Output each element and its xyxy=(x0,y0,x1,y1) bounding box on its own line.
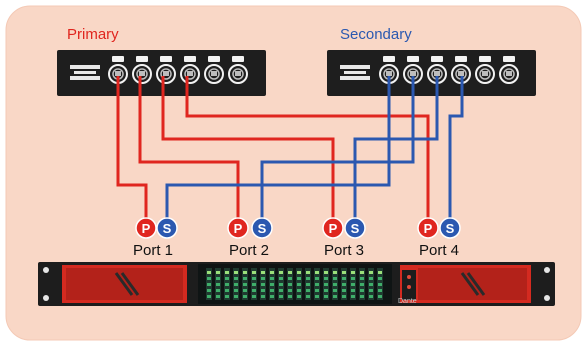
secondary-ethernet-port-icon xyxy=(427,56,447,84)
switch-logo-icon xyxy=(340,65,370,80)
level-meter-icon xyxy=(206,268,212,300)
secondary-badge-letter: S xyxy=(446,221,455,236)
level-meter-icon xyxy=(269,268,275,300)
status-led-icon xyxy=(407,285,411,289)
primary-badge-port-2: P xyxy=(227,217,249,239)
port-4-label: Port 4 xyxy=(419,242,460,259)
primary-switch-label: Primary xyxy=(67,26,119,43)
primary-badge-port-1: P xyxy=(135,217,157,239)
secondary-badge-port-3: S xyxy=(344,217,366,239)
level-meter-icon xyxy=(341,268,347,300)
switch-logo-icon xyxy=(70,65,100,80)
level-meter-icon xyxy=(323,268,329,300)
primary-cable-port-4 xyxy=(185,76,430,218)
secondary-cable-port-3 xyxy=(353,76,439,218)
primary-badge-letter: P xyxy=(424,221,433,236)
left-panel-logo-icon xyxy=(114,272,140,296)
level-meter-icon xyxy=(287,268,293,300)
secondary-ethernet-port-icon xyxy=(499,56,519,84)
secondary-badge-letter: S xyxy=(163,221,172,236)
level-meter-icon xyxy=(224,268,230,300)
primary-ethernet-port-icon xyxy=(228,56,248,84)
level-meter-icon xyxy=(251,268,257,300)
secondary-ethernet-port-icon xyxy=(379,56,399,84)
level-meter-icon xyxy=(233,268,239,300)
level-meter-icon xyxy=(332,268,338,300)
level-meter-icon xyxy=(278,268,284,300)
level-meter-icon xyxy=(242,268,248,300)
primary-badge-port-4: P xyxy=(417,217,439,239)
level-meter-icon xyxy=(314,268,320,300)
secondary-switch xyxy=(327,50,536,96)
primary-cable-port-3 xyxy=(161,76,335,218)
secondary-badge-port-1: S xyxy=(156,217,178,239)
port-3-label: Port 3 xyxy=(324,242,365,259)
secondary-badge-letter: S xyxy=(351,221,360,236)
primary-cable-port-1 xyxy=(116,76,148,218)
secondary-ethernet-port-icon xyxy=(475,56,495,84)
level-meter-icon xyxy=(260,268,266,300)
secondary-badge-port-2: S xyxy=(251,217,273,239)
right-panel-logo-icon xyxy=(460,272,486,296)
secondary-cable-port-2 xyxy=(260,76,415,218)
primary-cable-port-2 xyxy=(138,76,240,218)
secondary-cable-port-1 xyxy=(165,76,391,218)
status-led-icon xyxy=(407,275,411,279)
level-meter-icon xyxy=(215,268,221,300)
secondary-badge-letter: S xyxy=(258,221,267,236)
level-meter-icon xyxy=(350,268,356,300)
primary-switch xyxy=(57,50,266,96)
port-2-label: Port 2 xyxy=(229,242,270,259)
level-meter-icon xyxy=(368,268,374,300)
primary-badge-letter: P xyxy=(234,221,243,236)
level-meter-icon xyxy=(305,268,311,300)
secondary-cable-port-4 xyxy=(448,76,464,218)
rack-device: Dante xyxy=(38,262,555,306)
primary-badge-letter: P xyxy=(142,221,151,236)
primary-ethernet-port-icon xyxy=(204,56,224,84)
primary-badge-port-3: P xyxy=(322,217,344,239)
device-brand-text: Dante xyxy=(398,298,417,305)
secondary-switch-label: Secondary xyxy=(340,26,412,43)
secondary-badge-port-4: S xyxy=(439,217,461,239)
primary-ethernet-port-icon xyxy=(132,56,152,84)
level-meter-icon xyxy=(296,268,302,300)
port-1-label: Port 1 xyxy=(133,242,174,259)
level-meter-icon xyxy=(377,268,383,300)
primary-badge-letter: P xyxy=(329,221,338,236)
level-meter-icon xyxy=(359,268,365,300)
